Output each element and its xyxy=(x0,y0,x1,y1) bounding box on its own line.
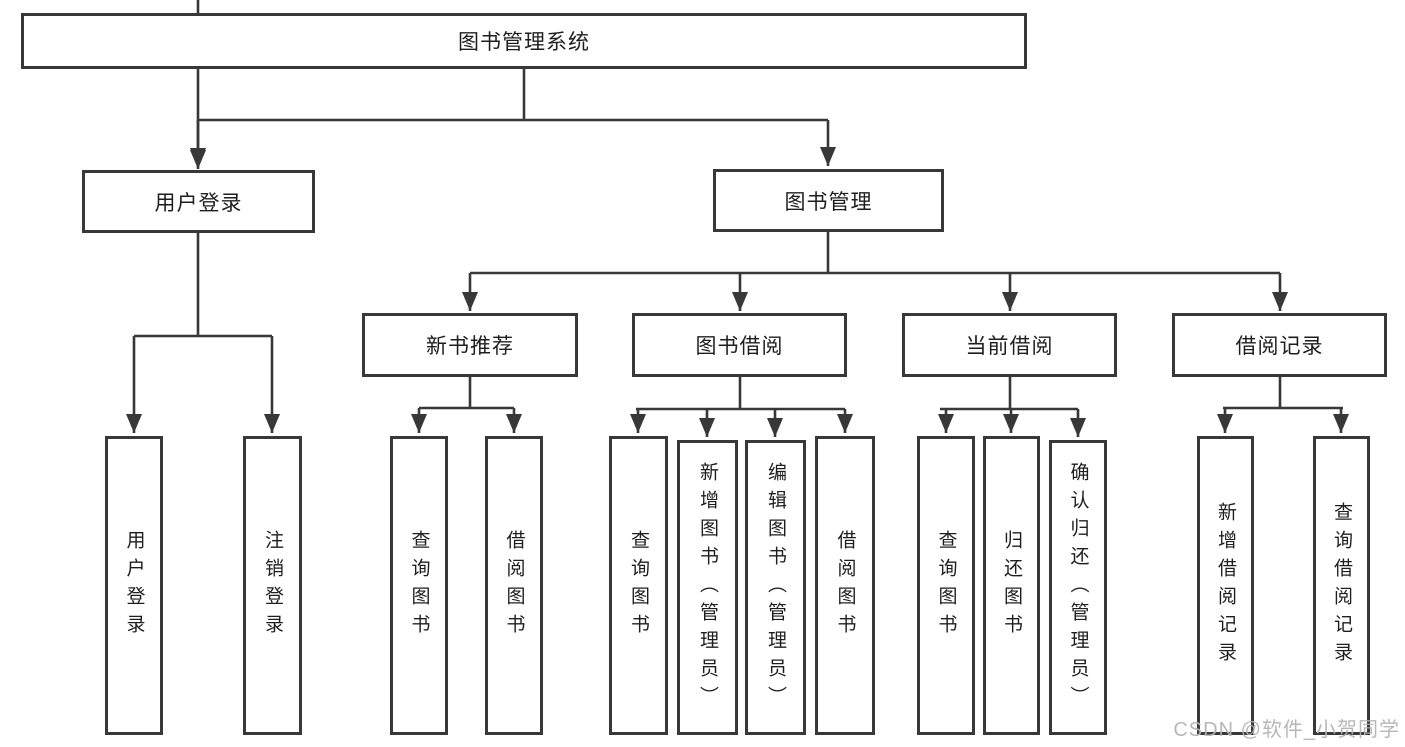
leaf-return-books: 归还图书 xyxy=(983,436,1040,735)
leaf-add-books-admin: 新增图书（管理员） xyxy=(677,440,738,735)
leaf-label: 新增借阅记录 xyxy=(1215,501,1236,670)
node-label: 图书借阅 xyxy=(695,335,784,358)
node-label: 图书管理 xyxy=(784,190,873,214)
leaf-label: 编辑图书（管理员） xyxy=(765,461,786,714)
node-book-borrow: 图书借阅 xyxy=(632,313,847,377)
leaf-label: 查询图书 xyxy=(408,529,430,642)
leaf-query-borrow-record: 查询借阅记录 xyxy=(1313,436,1370,735)
leaf-add-borrow-record: 新增借阅记录 xyxy=(1197,436,1254,735)
node-borrow-records: 借阅记录 xyxy=(1172,313,1387,377)
leaf-confirm-return-admin: 确认归还（管理员） xyxy=(1049,440,1107,735)
node-label: 借阅记录 xyxy=(1235,335,1324,358)
connector-lines xyxy=(126,0,1349,437)
node-library-management-system: 图书管理系统 xyxy=(21,13,1027,69)
node-new-book-recommend: 新书推荐 xyxy=(362,313,578,377)
leaf-label: 借阅图书 xyxy=(503,529,525,642)
node-book-management: 图书管理 xyxy=(713,169,944,232)
leaf-query-books-1: 查询图书 xyxy=(390,436,448,735)
leaf-label: 归还图书 xyxy=(1001,529,1022,642)
leaf-label: 查询图书 xyxy=(628,529,649,642)
leaf-borrow-books-1: 借阅图书 xyxy=(485,436,543,735)
leaf-borrow-books-2: 借阅图书 xyxy=(815,436,875,735)
leaf-logout: 注销登录 xyxy=(243,436,302,735)
leaf-label: 查询借阅记录 xyxy=(1331,501,1352,670)
leaf-label: 注销登录 xyxy=(262,529,283,642)
leaf-label: 查询图书 xyxy=(935,529,957,642)
leaf-query-books-2: 查询图书 xyxy=(609,436,668,735)
node-label: 新书推荐 xyxy=(426,335,514,358)
leaf-label: 新增图书（管理员） xyxy=(697,461,718,714)
node-user-login: 用户登录 xyxy=(82,170,315,233)
leaf-edit-books-admin: 编辑图书（管理员） xyxy=(745,440,806,735)
watermark-text: CSDN @软件_小贺同学 xyxy=(1173,719,1400,741)
leaf-label: 确认归还（管理员） xyxy=(1067,461,1089,714)
node-label: 当前借阅 xyxy=(965,335,1054,358)
node-current-borrow: 当前借阅 xyxy=(902,313,1117,377)
leaf-label: 用户登录 xyxy=(123,529,145,642)
node-label: 用户登录 xyxy=(154,191,243,215)
leaf-query-books-3: 查询图书 xyxy=(917,436,975,735)
leaf-user-login: 用户登录 xyxy=(105,436,163,735)
leaf-label: 借阅图书 xyxy=(834,529,856,642)
node-label: 图书管理系统 xyxy=(458,31,590,54)
